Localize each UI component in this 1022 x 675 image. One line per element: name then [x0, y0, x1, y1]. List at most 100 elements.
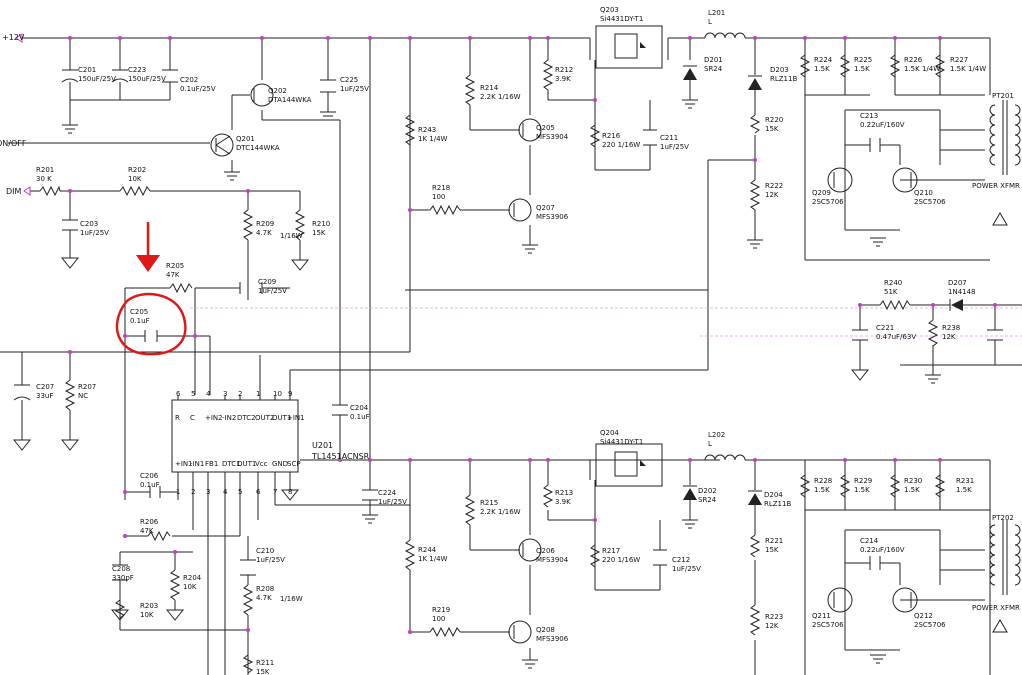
ic-top-pin-number: 9 — [288, 390, 292, 398]
r205-ref-label: R205 — [166, 262, 184, 270]
ic-bottom-pin-label: GND — [272, 460, 288, 468]
c201-value-label: 150uF/25V — [78, 75, 116, 83]
r224-ref-label: R224 — [814, 56, 833, 64]
r227-ref-label: R227 — [950, 56, 968, 64]
r207-ref-label: R207 — [78, 383, 96, 391]
ic-part: TL1451ACNSR — [311, 452, 370, 461]
r226-value-label: 1.5K 1/4W — [904, 65, 940, 73]
q205-ref-label: Q205 — [536, 124, 555, 132]
c212-ref-label: C212 — [672, 556, 690, 564]
r215-value-label: 2.2K 1/16W — [480, 508, 521, 516]
r213-ref-label: R213 — [555, 489, 573, 497]
r224-value-label: 1.5K — [814, 65, 830, 73]
c205-value-label: 0.1uF — [130, 317, 150, 325]
ic-top-pin-label: +IN1 — [287, 414, 305, 422]
ic-top-pin-number: 2 — [238, 390, 242, 398]
r209p-ref-label: 1/16W — [280, 232, 303, 240]
r202-ref-label: R202 — [128, 166, 146, 174]
d203-value-label: RLZ11B — [770, 75, 797, 83]
r216-value-label: 220 1/16W — [602, 141, 640, 149]
ic-ref: U201 — [312, 441, 333, 450]
r226-ref-label: R226 — [904, 56, 923, 64]
q206-ref-label: Q206 — [536, 547, 555, 555]
c225-value-label: 1uF/25V — [340, 85, 369, 93]
ic-top-pin-number: 10 — [273, 390, 282, 398]
r209-value-label: 4.7K — [256, 229, 272, 237]
r229-ref-label: R229 — [854, 477, 872, 485]
r244-value-label: 1K 1/4W — [418, 555, 448, 563]
c214-ref-label: C214 — [860, 537, 879, 545]
r215-ref-label: R215 — [480, 499, 498, 507]
c214-value-label: 0.22uF/160V — [860, 546, 905, 554]
r222-ref-label: R222 — [765, 182, 783, 190]
r218-value-label: 100 — [432, 193, 445, 201]
ic-u201: U201 TL1451ACNSR 6R5C4+IN23-IN22DTC21OUT… — [175, 390, 370, 496]
r238-value-label: 12K — [942, 333, 956, 341]
ic-bottom-pin-label: SCP — [287, 460, 301, 468]
l202-ref-label: L202 — [708, 431, 725, 439]
r223-value-label: 12K — [765, 622, 779, 630]
l201-ref-label: L201 — [708, 9, 725, 17]
ic-bottom-pin-label: +IN1 — [175, 460, 193, 468]
r217-ref-label: R217 — [602, 547, 620, 555]
r208p-ref-label: 1/16W — [280, 595, 303, 603]
r240-ref-label: R240 — [884, 279, 902, 287]
ic-bottom-pin-number: 4 — [223, 488, 228, 496]
pt202-ref-label: PT202 — [992, 514, 1014, 522]
c204-value-label: 0.1uF — [350, 413, 370, 421]
r210-value-label: 15K — [312, 229, 326, 237]
q208-ref-label: Q208 — [536, 626, 555, 634]
c207-ref-label: C207 — [36, 383, 54, 391]
q205-value-label: MFS3904 — [536, 133, 569, 141]
d201-value-label: SR24 — [704, 65, 723, 73]
q203-value-label: Si4431DY-T1 — [600, 15, 643, 23]
l201-value-label: L — [708, 18, 712, 26]
r225-value-label: 1.5K — [854, 65, 870, 73]
d204-ref-label: D204 — [764, 491, 783, 499]
r216-ref-label: R216 — [602, 132, 621, 140]
r207-value-label: NC — [78, 392, 88, 400]
d207-ref-label: D207 — [948, 279, 967, 287]
r212-ref-label: R212 — [555, 66, 573, 74]
c208-value-label: 330pF — [112, 574, 134, 582]
r201-ref-label: R201 — [36, 166, 54, 174]
q202-value-label: DTA144WKA — [268, 96, 312, 104]
c204-ref-label: C204 — [350, 404, 369, 412]
ic-top-pin-label: -IN2 — [222, 414, 236, 422]
q204-ref-label: Q204 — [600, 429, 619, 437]
c205-ref-label: C205 — [130, 308, 148, 316]
r203-ref-label: R203 — [140, 602, 158, 610]
q210-ref-label: Q210 — [914, 189, 933, 197]
q207-ref-label: Q207 — [536, 204, 555, 212]
component-symbols — [12, 25, 1021, 674]
c224-value-label: 1uF/25V — [378, 498, 407, 506]
r206-value-label: 47K — [140, 527, 154, 535]
net-12v-label: +12V — [2, 33, 25, 42]
r203-value-label: 10K — [140, 611, 154, 619]
c210-value-label: 1uF/25V — [256, 556, 285, 564]
c203-value-label: 1uF/25V — [80, 229, 109, 237]
r221-ref-label: R221 — [765, 537, 783, 545]
q204-value-label: Si4431DY-T1 — [600, 438, 643, 446]
c201-ref-label: C201 — [78, 66, 96, 74]
r204-value-label: 10K — [183, 583, 197, 591]
r214-ref-label: R214 — [480, 84, 499, 92]
q211-ref-label: Q211 — [812, 612, 831, 620]
ic-bottom-pin-number: 5 — [238, 488, 242, 496]
d202-ref-label: D202 — [698, 487, 717, 495]
q206-value-label: MFS3904 — [536, 556, 569, 564]
ic-bottom-pin-label: -IN1 — [190, 460, 204, 468]
red-annotation — [115, 222, 187, 356]
q210-value-label: 2SC5706 — [914, 198, 946, 206]
ic-top-pin-number: 5 — [191, 390, 195, 398]
r240-value-label: 51K — [884, 288, 898, 296]
ic-top-pin-label: OUT1 — [272, 414, 291, 422]
r243-value-label: 1K 1/4W — [418, 135, 448, 143]
ic-top-pin-number: 4 — [206, 390, 211, 398]
red-highlight-circle — [115, 292, 187, 356]
q211-value-label: 2SC5706 — [812, 621, 844, 629]
r208-value-label: 4.7K — [256, 594, 272, 602]
q208-value-label: MFS3906 — [536, 635, 569, 643]
ic-bottom-pin-number: 7 — [273, 488, 277, 496]
ic-bottom-pin-number: 8 — [288, 488, 292, 496]
